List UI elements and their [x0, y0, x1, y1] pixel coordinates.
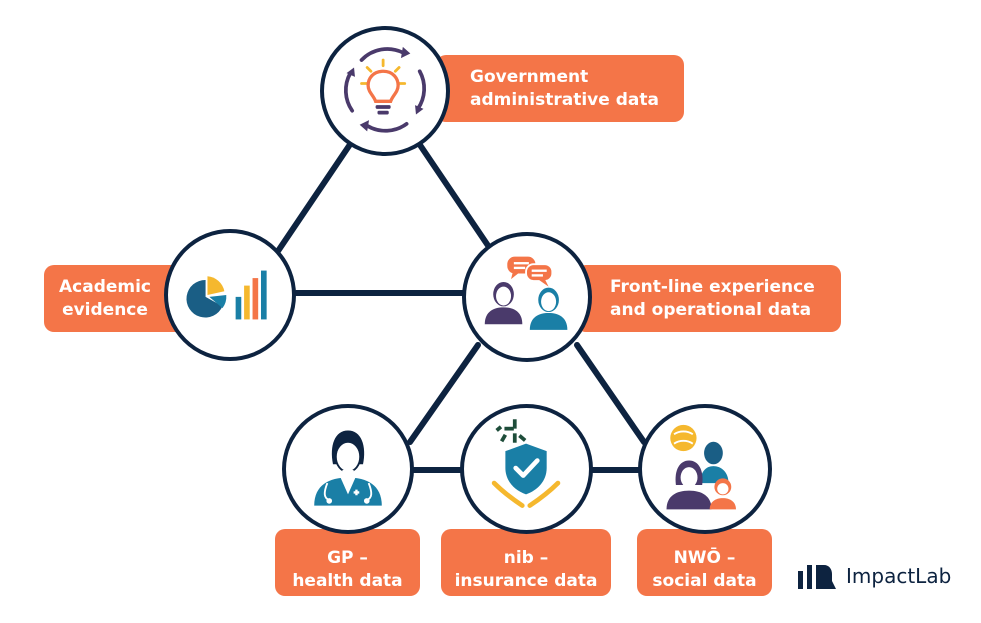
- label-nib: nib – insurance data: [441, 529, 611, 596]
- burst-logo-icon: [495, 419, 527, 443]
- label-nwo-line1: NWŌ –: [673, 547, 736, 568]
- node-government: [320, 26, 450, 156]
- node-nib: [460, 404, 593, 534]
- line-frontline-nwo: [574, 342, 647, 445]
- impactlab-logo: ImpactLab: [796, 558, 966, 594]
- person-icon: [484, 281, 523, 325]
- label-frontline-line1: Front-line experience: [610, 276, 815, 297]
- label-frontline: Front-line experience and operational da…: [576, 265, 841, 332]
- shield-hands-icon: [491, 419, 561, 508]
- label-nwo: NWŌ – social data: [637, 529, 772, 596]
- ball-icon: [670, 424, 697, 452]
- label-academic-line2: evidence: [62, 299, 148, 320]
- label-gp-line2: health data: [292, 570, 403, 591]
- people-chat-icon: [484, 256, 568, 330]
- speech-bubble-icon: [507, 256, 554, 287]
- label-gp-line1: GP –: [327, 547, 368, 568]
- label-nib-line2: insurance data: [454, 570, 598, 591]
- node-frontline: [462, 232, 592, 362]
- person-icon: [529, 287, 568, 330]
- label-nwo-line2: social data: [652, 570, 757, 591]
- label-frontline-line2: and operational data: [610, 299, 812, 320]
- label-nib-line1: nib –: [503, 547, 549, 568]
- line-government-frontline: [417, 142, 494, 253]
- impactlab-logo-icon: [798, 565, 836, 589]
- label-government-line2: administrative data: [470, 89, 659, 110]
- node-academic: [164, 229, 296, 361]
- line-government-academic: [273, 137, 356, 257]
- impactlab-logo-text: ImpactLab: [846, 564, 952, 588]
- line-frontline-gp: [407, 342, 481, 445]
- lightbulb-cycle-icon: [343, 46, 427, 133]
- label-academic-line1: Academic: [58, 276, 152, 297]
- family-icon: [666, 424, 736, 510]
- label-government-line1: Government: [470, 66, 589, 87]
- node-gp: [282, 404, 414, 534]
- node-nwo: [638, 404, 772, 534]
- doctor-icon: [314, 430, 382, 506]
- label-gp: GP – health data: [275, 529, 420, 596]
- pie-bar-chart-icon: [186, 270, 267, 320]
- label-government: Government administrative data: [436, 55, 684, 122]
